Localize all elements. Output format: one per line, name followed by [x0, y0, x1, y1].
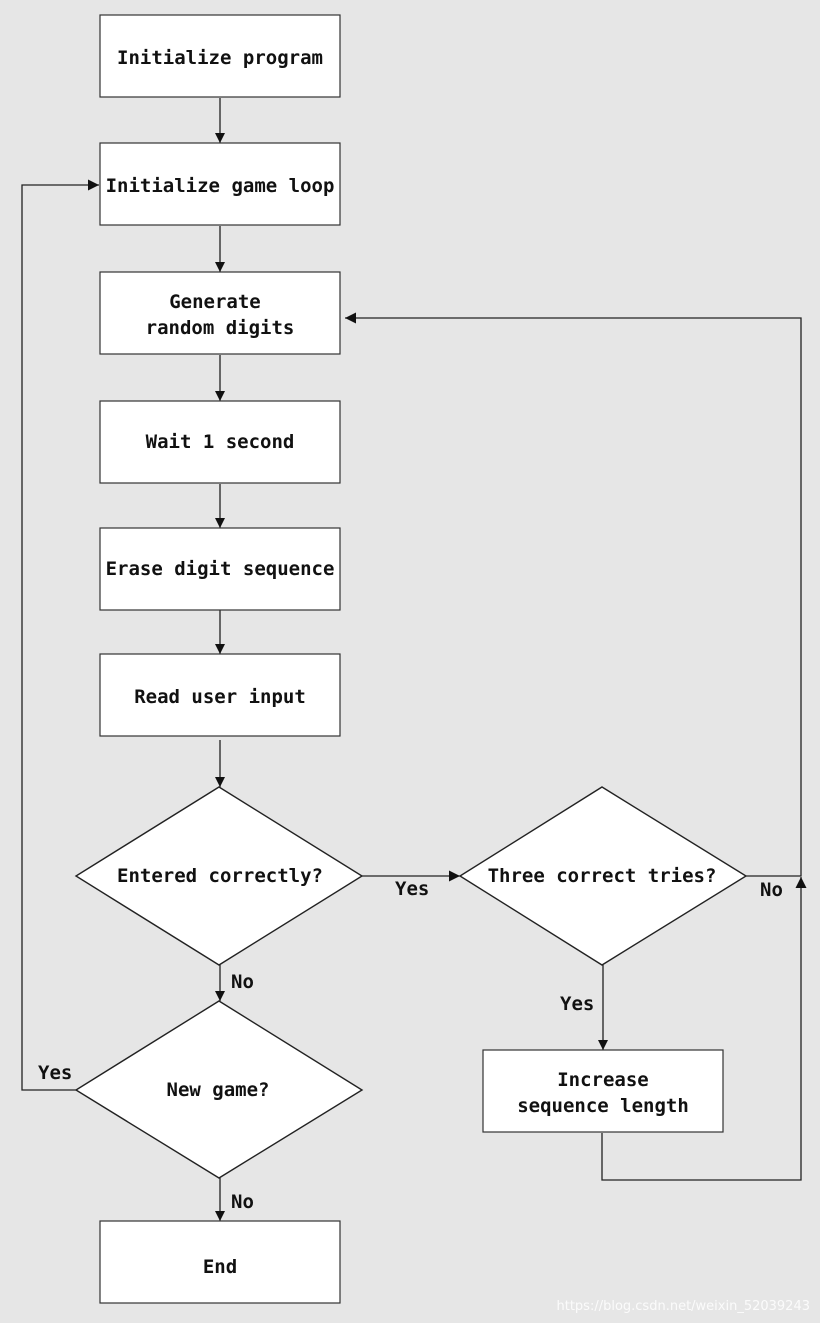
node-generate-random-digits: Generate random digits [99, 271, 341, 355]
decision-new-game-label: New game? [167, 1079, 270, 1101]
decision-entered-correctly-label: Entered correctly? [117, 865, 323, 887]
edge-three-correct-no-loop [345, 312, 802, 877]
node-erase-digit-sequence: Erase digit sequence [99, 527, 341, 611]
node-initialize-game-loop: Initialize game loop [99, 142, 341, 226]
node-initialize-program: Initialize program [99, 14, 341, 98]
watermark-text: https://blog.csdn.net/weixin_52039243 [556, 1299, 810, 1314]
decision-new-game: New game? [74, 1000, 364, 1179]
node-wait-label: Wait 1 second [146, 431, 295, 453]
label-entered-correctly-yes: Yes [395, 878, 429, 900]
node-generate-line1: Generate [169, 291, 261, 313]
label-entered-correctly-no: No [231, 971, 254, 993]
node-generate-line2: random digits [146, 317, 295, 339]
decision-three-correct-label: Three correct tries? [488, 865, 717, 887]
node-end: End [99, 1220, 341, 1304]
edges [21, 98, 807, 1221]
node-increase-sequence-length: Increase sequence length [482, 1049, 724, 1133]
edge-increase-to-loop [601, 877, 807, 1181]
node-read-input-label: Read user input [134, 686, 306, 708]
node-end-label: End [203, 1256, 237, 1278]
node-wait-1-second: Wait 1 second [99, 400, 341, 484]
edge-new-game-yes-loop [21, 179, 99, 1091]
label-new-game-no: No [231, 1191, 254, 1213]
node-initialize-program-label: Initialize program [117, 47, 323, 69]
node-increase-line2: sequence length [517, 1095, 689, 1117]
label-three-correct-yes: Yes [560, 993, 594, 1015]
decision-entered-correctly: Entered correctly? [74, 786, 364, 966]
edge-labels: Yes No No Yes Yes No [38, 878, 783, 1213]
label-new-game-yes: Yes [38, 1062, 72, 1084]
decision-three-correct-tries: Three correct tries? [458, 786, 748, 966]
label-three-correct-no: No [760, 879, 783, 901]
node-increase-line1: Increase [557, 1069, 649, 1091]
node-initialize-game-loop-label: Initialize game loop [106, 175, 335, 197]
node-erase-label: Erase digit sequence [106, 558, 335, 580]
node-read-user-input: Read user input [99, 653, 341, 737]
